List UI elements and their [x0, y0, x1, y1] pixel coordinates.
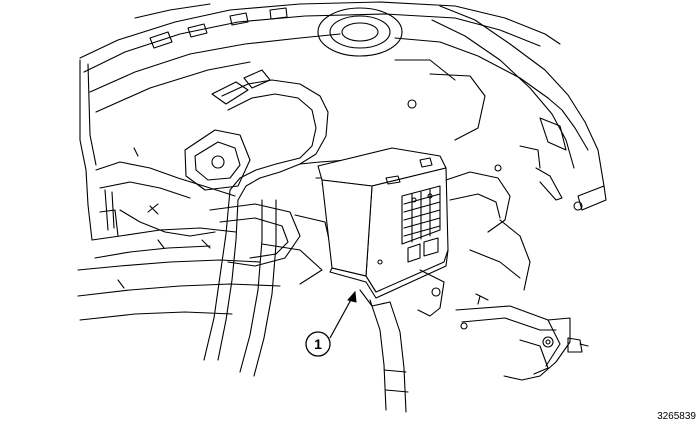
- upper-body-panel: [79, 1, 605, 187]
- fuse-relay-box: [317, 147, 449, 317]
- right-bracket: [445, 145, 607, 381]
- left-frame-rail: [77, 59, 331, 321]
- callout-number-1: 1: [314, 336, 322, 352]
- callout-1: 1: [305, 290, 357, 357]
- figure-id: 3265839: [657, 411, 696, 422]
